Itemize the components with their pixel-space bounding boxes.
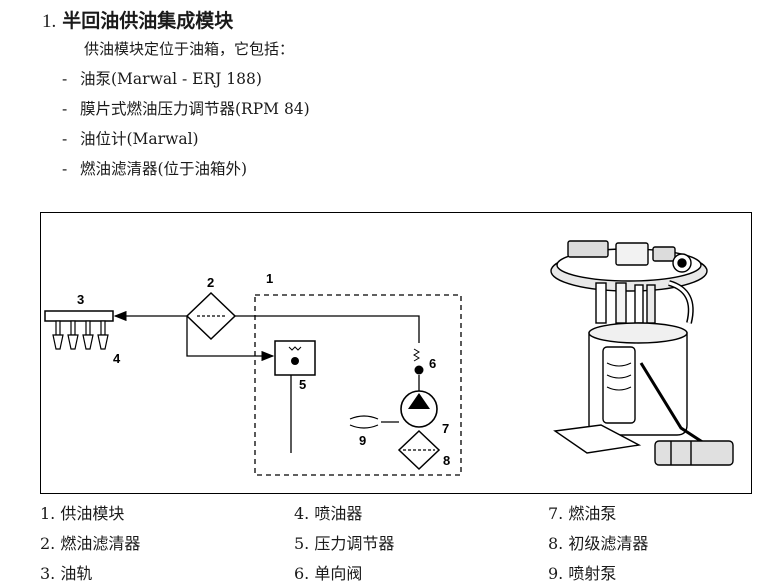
- intro-text: 供油模块定位于油箱，它包括：: [84, 40, 295, 58]
- dash-icon: -: [62, 100, 68, 118]
- legend-item: 7. 燃油泵: [548, 504, 617, 523]
- component-list: -油泵(Marwal - ERJ 188) -膜片式燃油压力调节器(RPM 84…: [62, 64, 310, 184]
- list-item-text: 燃油滤清器(位于油箱外): [80, 160, 248, 178]
- check-valve-icon: [413, 348, 424, 391]
- legend-item: 4. 喷油器: [294, 504, 363, 523]
- legend-item: 5. 压力调节器: [294, 534, 395, 553]
- pre-filter-icon: [397, 429, 441, 471]
- label-regulator: 5: [299, 377, 306, 392]
- regulator-feed-line: [186, 316, 275, 362]
- dash-icon: -: [62, 130, 68, 148]
- label-filter: 2: [207, 275, 214, 290]
- legend-item: 2. 燃油滤清器: [40, 534, 141, 553]
- fuel-system-figure: 1 2 3 4 5 6 7 8 9: [40, 212, 752, 494]
- label-pre-filter: 8: [443, 453, 450, 468]
- label-module: 1: [266, 271, 273, 286]
- dash-icon: -: [62, 160, 68, 178]
- heading-number: 1.: [42, 11, 57, 32]
- label-check-valve: 6: [429, 356, 436, 371]
- fuel-filter-icon: [185, 291, 237, 341]
- list-item: -油位计(Marwal): [62, 124, 310, 154]
- schematic-svg: 1 2 3 4 5 6 7 8 9: [44, 240, 734, 476]
- list-item: -燃油滤清器(位于油箱外): [62, 154, 310, 184]
- list-item-text: 油泵(Marwal - ERJ 188): [80, 70, 262, 88]
- legend-item: 9. 喷射泵: [548, 564, 617, 583]
- dash-icon: -: [62, 70, 68, 88]
- list-item-text: 油位计(Marwal): [80, 130, 199, 148]
- list-item: -膜片式燃油压力调节器(RPM 84): [62, 94, 310, 124]
- pump-outlet-line: [235, 315, 420, 343]
- heading-text: 半回油供油集成模块: [62, 10, 234, 32]
- module-boundary: [254, 294, 462, 476]
- page-title: 1. 半回油供油集成模块: [42, 6, 233, 33]
- pressure-regulator-icon: [274, 340, 316, 453]
- list-item-text: 膜片式燃油压力调节器(RPM 84): [80, 100, 310, 118]
- fuel-pump-module-illustration: [550, 240, 734, 466]
- fuel-rail-icon: [44, 310, 114, 322]
- legend-item: 6. 单向阀: [294, 564, 363, 583]
- legend-item: 3. 油轨: [40, 564, 93, 583]
- jet-pump-icon: [349, 415, 399, 429]
- legend-item: 8. 初级滤清器: [548, 534, 649, 553]
- label-jet-pump: 9: [359, 433, 366, 448]
- legend-item: 1. 供油模块: [40, 504, 125, 523]
- fuel-pump-icon: [400, 390, 438, 428]
- label-injectors: 4: [113, 351, 121, 366]
- list-item: -油泵(Marwal - ERJ 188): [62, 64, 310, 94]
- label-pump: 7: [442, 421, 449, 436]
- injectors-icon: [52, 320, 109, 350]
- label-rail: 3: [77, 292, 84, 307]
